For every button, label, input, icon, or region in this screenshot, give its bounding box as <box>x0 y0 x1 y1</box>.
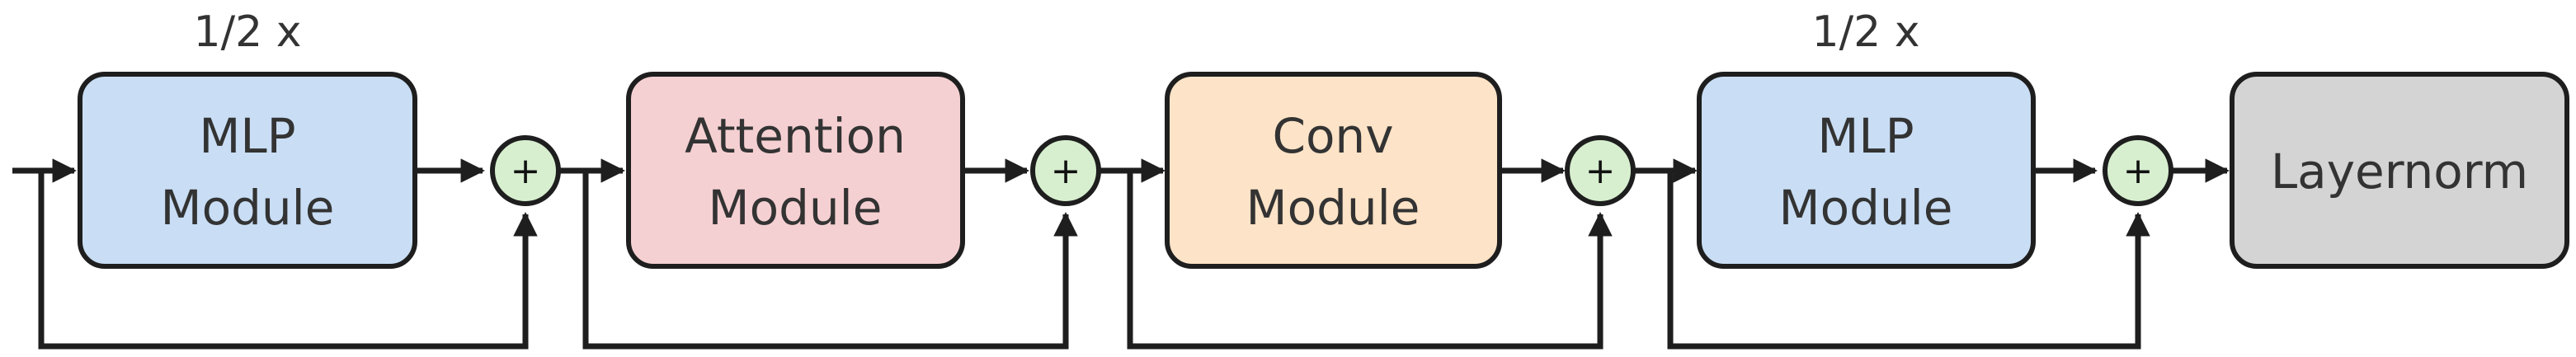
attention-module-block: Attention Module <box>626 72 965 269</box>
block-label-line1: Attention <box>685 108 906 164</box>
block-label: Layernorm <box>2271 143 2528 200</box>
plus-icon: + <box>1585 150 1616 192</box>
block-label-line1: MLP <box>1817 108 1914 164</box>
block-label-line1: MLP <box>199 108 295 164</box>
scale-label: 1/2 x <box>194 7 302 57</box>
skip-wire-3 <box>1127 171 1613 350</box>
mlp-module-block-1: MLP Module 1/2 x <box>78 7 417 269</box>
scale-label: 1/2 x <box>1812 7 1920 57</box>
block-label-line2: Module <box>1246 180 1420 236</box>
skip-wire-4 <box>1667 171 2150 350</box>
mlp-module-block-2: MLP Module 1/2 x <box>1697 7 2036 269</box>
adder-1: + <box>490 135 561 206</box>
block-label-line2: Module <box>709 180 883 236</box>
adder-4: + <box>2103 135 2173 206</box>
skip-wire-1 <box>38 171 538 350</box>
plus-icon: + <box>2123 150 2154 192</box>
block-label-line2: Module <box>161 180 335 236</box>
block-label-line1: Conv <box>1272 108 1393 164</box>
block-label-line2: Module <box>1779 180 1953 236</box>
adder-3: + <box>1565 135 1636 206</box>
plus-icon: + <box>511 150 541 192</box>
plus-icon: + <box>1051 150 1081 192</box>
adder-2: + <box>1030 135 1101 206</box>
layernorm-block: Layernorm <box>2230 72 2569 269</box>
conv-module-block: Conv Module <box>1165 72 1502 269</box>
skip-wire-2 <box>582 171 1078 350</box>
connections <box>12 158 2230 350</box>
